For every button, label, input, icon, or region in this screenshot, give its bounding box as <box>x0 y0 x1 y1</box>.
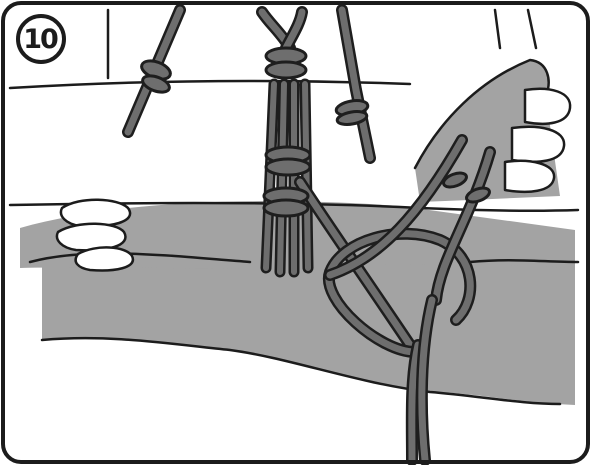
step-number-badge: 10 <box>16 14 66 64</box>
torso-shade <box>42 252 575 405</box>
step-number: 10 <box>23 26 57 53</box>
